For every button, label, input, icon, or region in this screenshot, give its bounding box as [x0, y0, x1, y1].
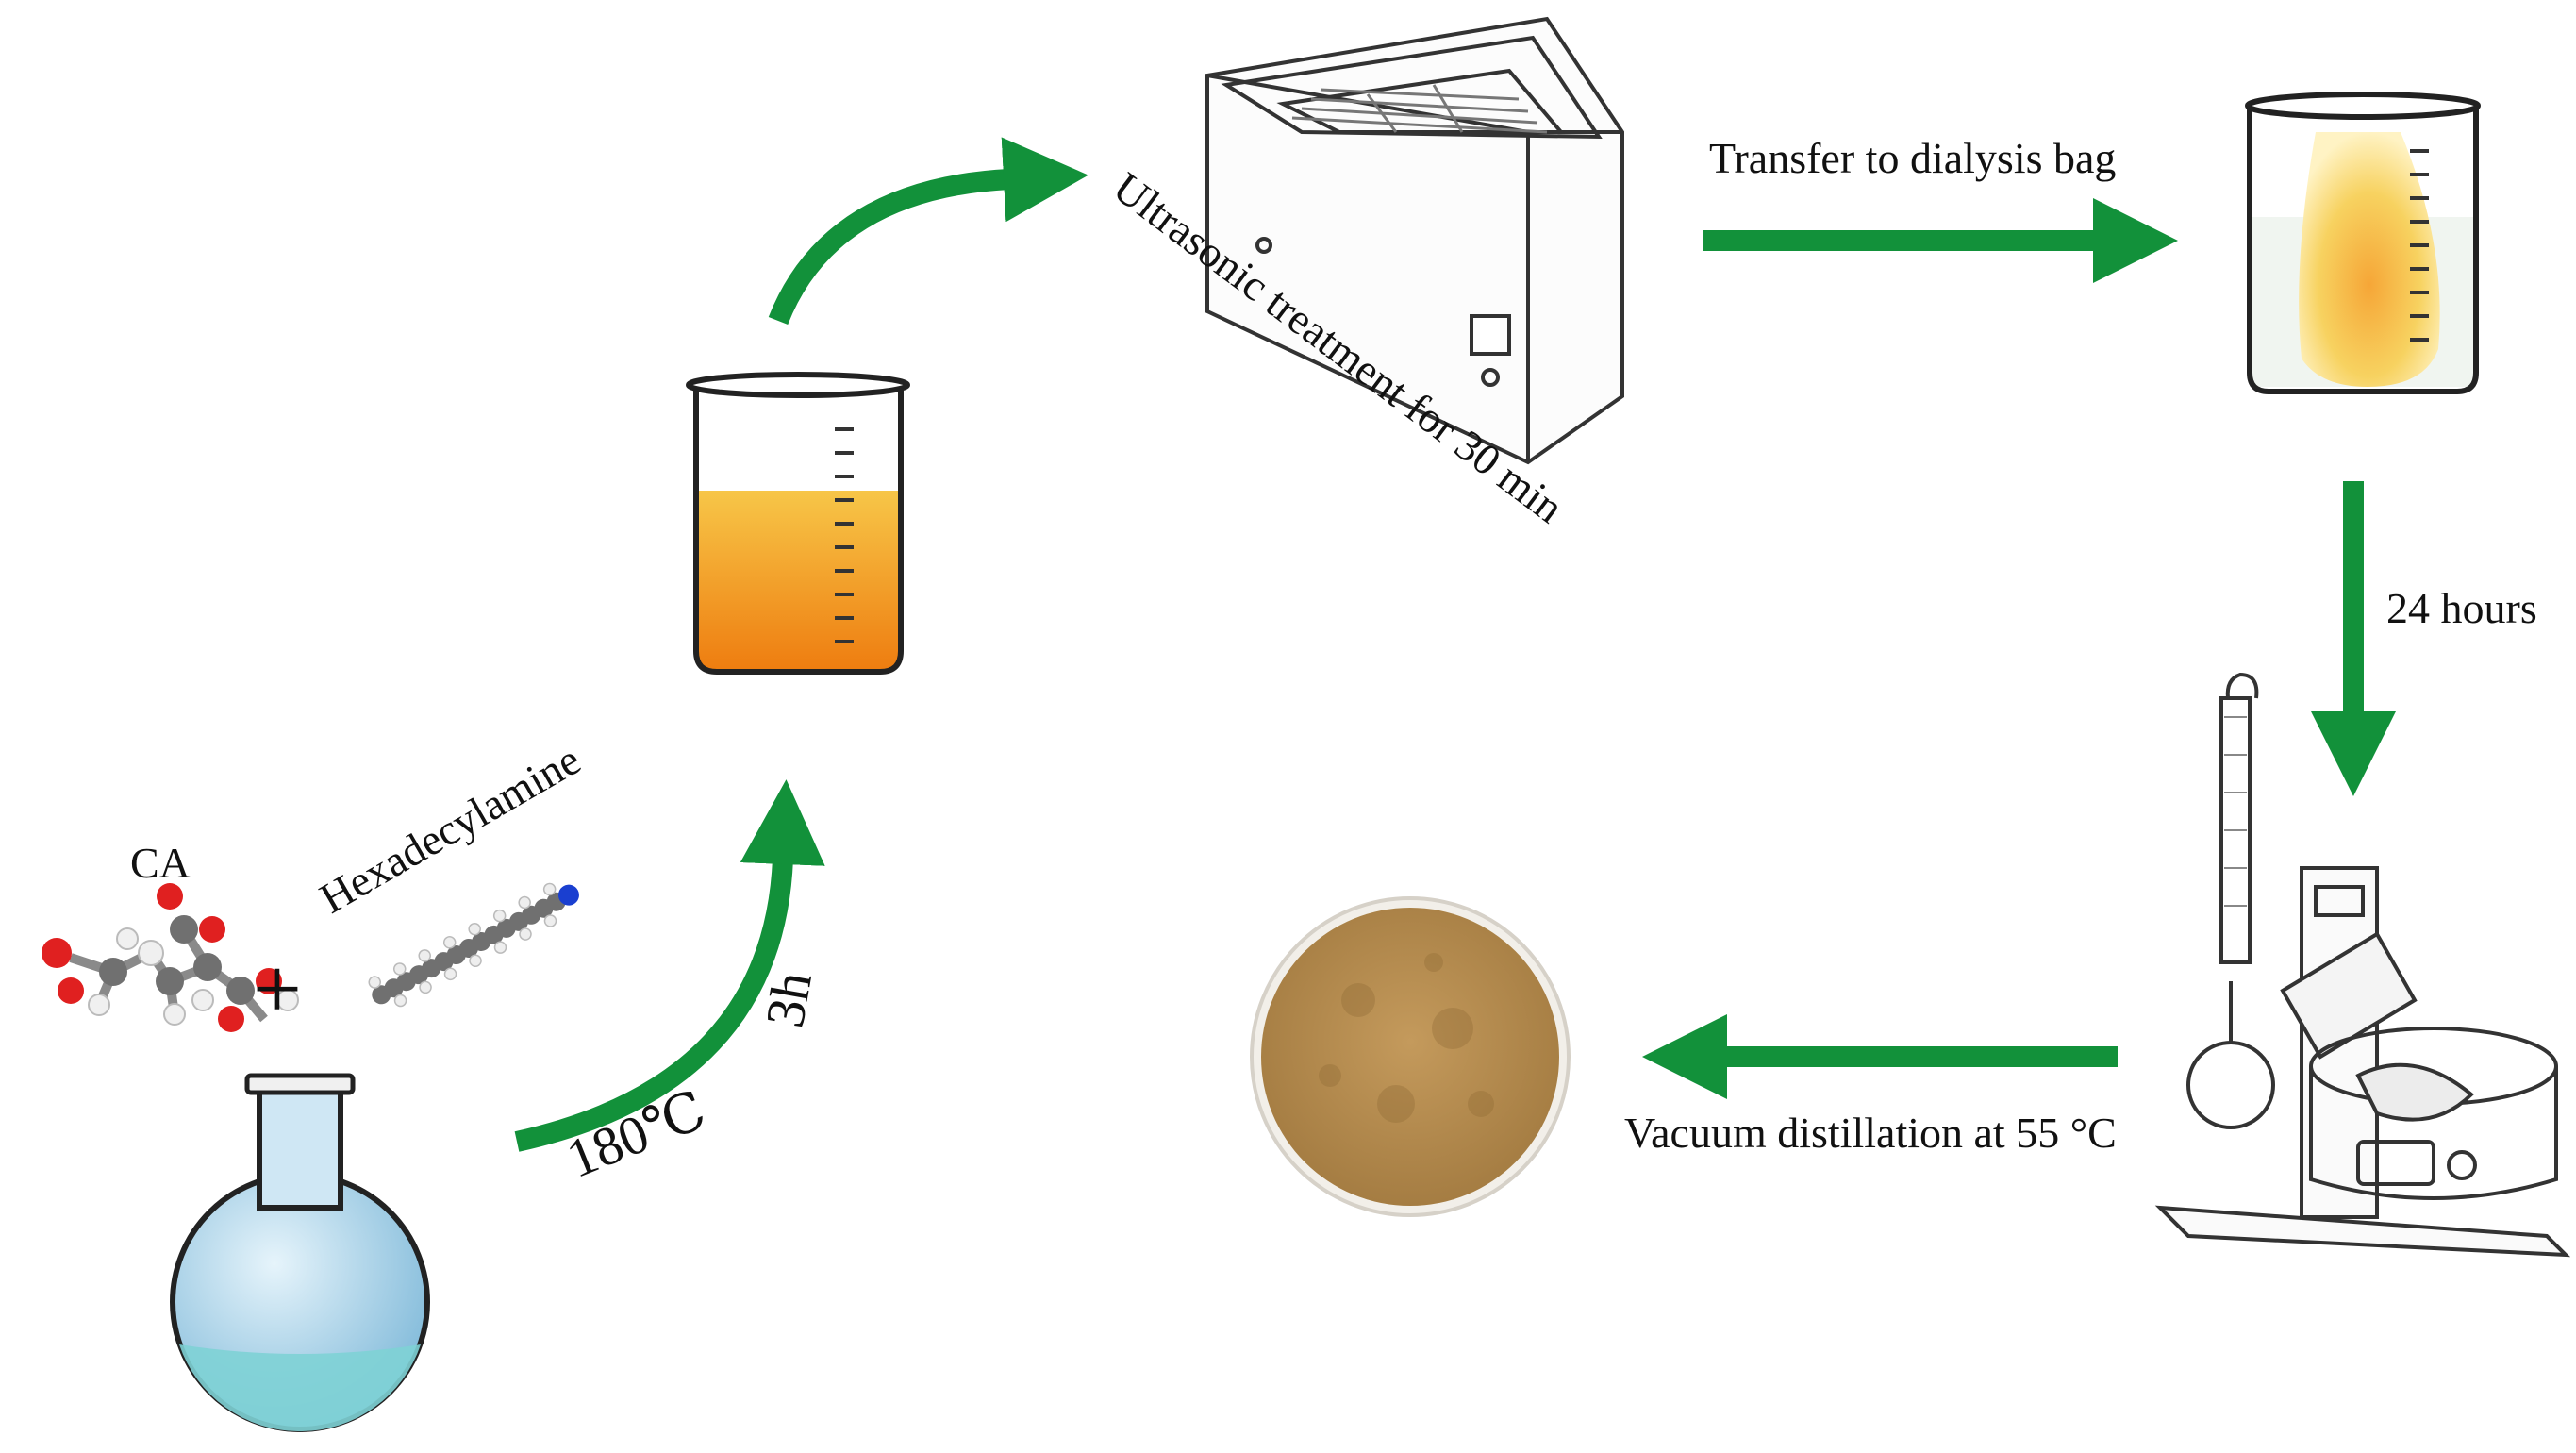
duration-label: 3h	[753, 967, 824, 1032]
arrow-flask-to-beaker	[514, 779, 825, 1152]
dialysis-label: Transfer to dialysis bag	[1709, 134, 2117, 182]
beaker-orange-solution-icon	[686, 372, 910, 675]
round-bottom-flask-icon	[170, 1073, 430, 1432]
ca-label: CA	[130, 839, 191, 887]
plus-sign: +	[253, 941, 302, 1037]
vacuum-label: Vacuum distillation at 55 °C	[1624, 1109, 2117, 1157]
dialysis-beaker-icon	[2245, 92, 2481, 394]
ultrasonic-bath-icon	[1205, 16, 1624, 465]
ca-molecule-icon	[42, 883, 299, 1032]
hexadecylamine-molecule-icon	[368, 882, 579, 1008]
arrow-beaker-to-ultrasonic	[768, 137, 1089, 326]
rotary-evaporator-icon	[2154, 672, 2571, 1258]
powder-dish-icon	[1250, 896, 1571, 1217]
hours-label: 24 hours	[2386, 584, 2537, 632]
